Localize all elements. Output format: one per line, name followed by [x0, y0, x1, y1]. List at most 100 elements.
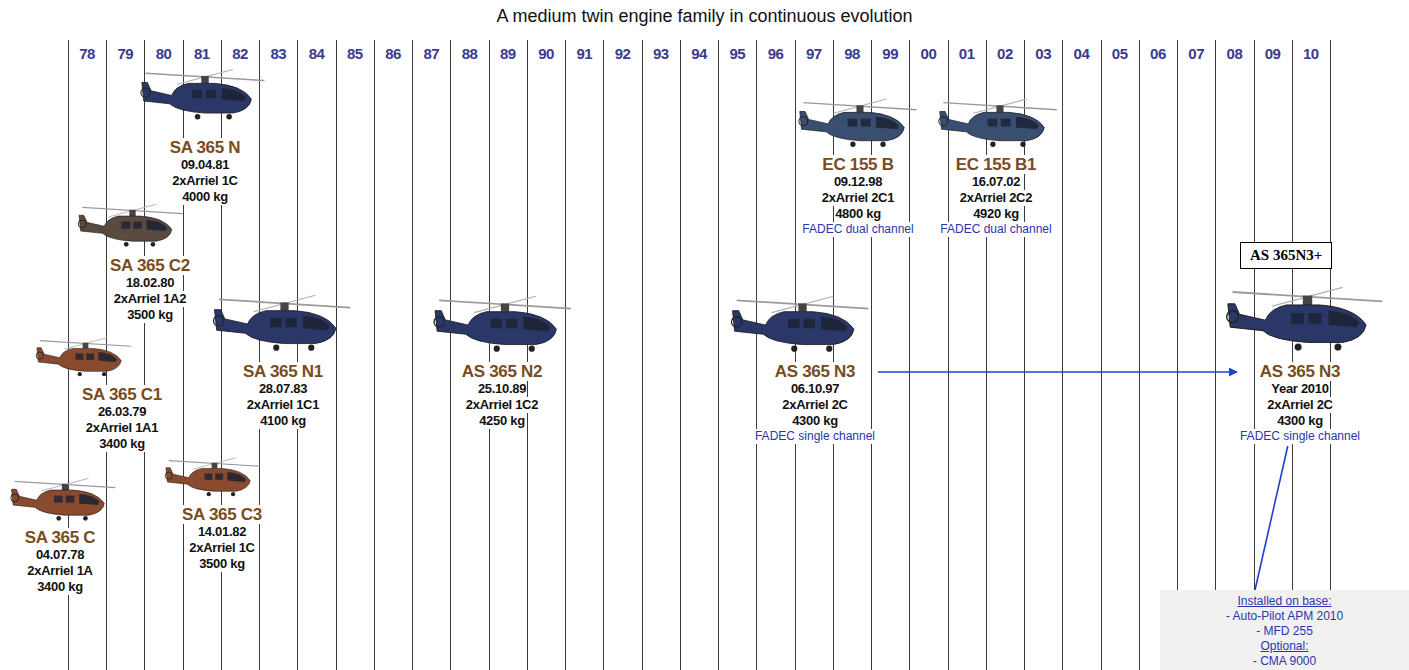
variant-detail: 2xArriel 1A2 [113, 291, 187, 307]
year-label: 89 [500, 45, 516, 62]
helicopter-picture [799, 99, 917, 147]
variant-detail: 2xArriel 2C [781, 397, 848, 413]
year-divider [1330, 40, 1331, 670]
helicopter-picture [434, 296, 571, 352]
variant-detail: 26.03.79 [97, 404, 147, 420]
year-divider [144, 40, 145, 670]
variant-name: AS 365 N3 [774, 362, 856, 381]
year-label: 83 [270, 45, 286, 62]
year-label: 09 [1265, 45, 1281, 62]
variant-group: AS 365 N225.10.892xArriel 1C24250 kg [461, 362, 543, 429]
evolution-arrow [878, 371, 1237, 373]
variant-name: SA 365 C [24, 528, 97, 547]
variant-detail: 28.07.83 [258, 381, 308, 397]
variant-detail: 2xArriel 1C2 [465, 397, 539, 413]
year-label: 80 [156, 45, 172, 62]
variant-group: AS 365 N3Year 20102xArriel 2C4300 kgFADE… [1239, 362, 1361, 444]
year-label: 08 [1227, 45, 1243, 62]
variant-detail: 04.07.78 [35, 547, 85, 563]
year-divider [642, 40, 643, 670]
equipment-note: Installed on base:- Auto-Pilot APM 2010-… [1160, 590, 1409, 670]
helicopter-picture [939, 99, 1057, 147]
year-label: 97 [806, 45, 822, 62]
year-divider [1062, 40, 1063, 670]
variant-group: SA 365 C126.03.792xArriel 1A13400 kg [81, 385, 163, 452]
helicopter-picture [732, 296, 869, 352]
variant-name: AS 365 N2 [461, 362, 543, 381]
variant-detail: 09.04.81 [180, 157, 230, 173]
year-divider [565, 40, 566, 670]
year-label: 95 [729, 45, 745, 62]
year-label: 92 [615, 45, 631, 62]
variant-name: SA 365 C1 [81, 385, 163, 404]
fadec-note: FADEC single channel [754, 429, 876, 444]
equipment-heading: Optional: [1259, 639, 1309, 654]
variant-detail: 4920 kg [972, 206, 1020, 222]
year-divider [603, 40, 604, 670]
variant-detail: 2xArriel 1C [188, 540, 255, 556]
variant-detail: 14.01.82 [197, 524, 247, 540]
year-label: 03 [1035, 45, 1051, 62]
equipment-item: - MFD 255 [1255, 624, 1314, 639]
variant-group: AS 365 N306.10.972xArriel 2C4300 kgFADEC… [754, 362, 876, 444]
year-divider [1254, 40, 1255, 670]
year-divider [374, 40, 375, 670]
variant-detail: 2xArriel 2C2 [959, 190, 1033, 206]
year-divider [527, 40, 528, 670]
year-divider [183, 40, 184, 670]
year-divider [909, 40, 910, 670]
year-divider [756, 40, 757, 670]
equipment-item: - CMA 9000 [1252, 654, 1317, 669]
year-label: 86 [385, 45, 401, 62]
year-grid [69, 40, 1331, 670]
year-label: 88 [462, 45, 478, 62]
variant-detail: 16.07.02 [971, 174, 1021, 190]
variant-detail: 3400 kg [98, 436, 146, 452]
year-label: 85 [347, 45, 363, 62]
year-divider [1139, 40, 1140, 670]
variant-group: EC 155 B116.07.022xArriel 2C24920 kgFADE… [939, 155, 1052, 237]
year-label: 06 [1150, 45, 1166, 62]
year-divider [412, 40, 413, 670]
year-label: 78 [79, 45, 95, 62]
diagram-title: A medium twin engine family in continuou… [496, 6, 912, 26]
helicopter-picture [1227, 287, 1383, 350]
year-label: 82 [232, 45, 248, 62]
year-label: 99 [882, 45, 898, 62]
variant-name: AS 365N3+ [1249, 247, 1323, 264]
year-divider [336, 40, 337, 670]
variant-detail: 3400 kg [36, 579, 84, 595]
year-divider [259, 40, 260, 670]
year-label: 96 [768, 45, 784, 62]
variant-name: AS 365 N3 [1259, 362, 1341, 381]
variant-detail: 06.10.97 [790, 381, 840, 397]
variant-name: SA 365 N [169, 138, 242, 157]
variant-detail: 2xArriel 2C [1266, 397, 1333, 413]
variant-name: SA 365 C3 [181, 505, 263, 524]
helicopter-picture [165, 458, 260, 497]
variant-group: SA 365 N128.07.832xArriel 1C14100 kg [242, 362, 324, 429]
year-label: 04 [1074, 45, 1090, 62]
helicopter-picture [141, 69, 265, 119]
variant-name: EC 155 B1 [955, 155, 1037, 174]
variant-detail: 09.12.98 [833, 174, 883, 190]
year-label: 87 [423, 45, 439, 62]
year-divider [1101, 40, 1102, 670]
helicopter-picture [36, 338, 131, 377]
variant-detail: 4800 kg [834, 206, 882, 222]
variant-group: SA 365 C314.01.822xArriel 1C3500 kg [181, 505, 263, 572]
equipment-heading: Installed on base: [1236, 594, 1332, 609]
variant-group: EC 155 B09.12.982xArriel 2C14800 kgFADEC… [801, 155, 914, 237]
variant-detail: 4000 kg [181, 189, 229, 205]
year-label: 07 [1188, 45, 1204, 62]
variant-detail: 3500 kg [198, 556, 246, 572]
variant-detail: 4300 kg [1276, 413, 1324, 429]
variant-detail: Year 2010 [1270, 381, 1329, 397]
variant-detail: 2xArriel 1A1 [85, 420, 159, 436]
year-divider [718, 40, 719, 670]
year-divider [795, 40, 796, 670]
variant-detail: 3500 kg [126, 307, 174, 323]
year-label: 79 [118, 45, 134, 62]
variant-detail: 2xArriel 1A [26, 563, 93, 579]
